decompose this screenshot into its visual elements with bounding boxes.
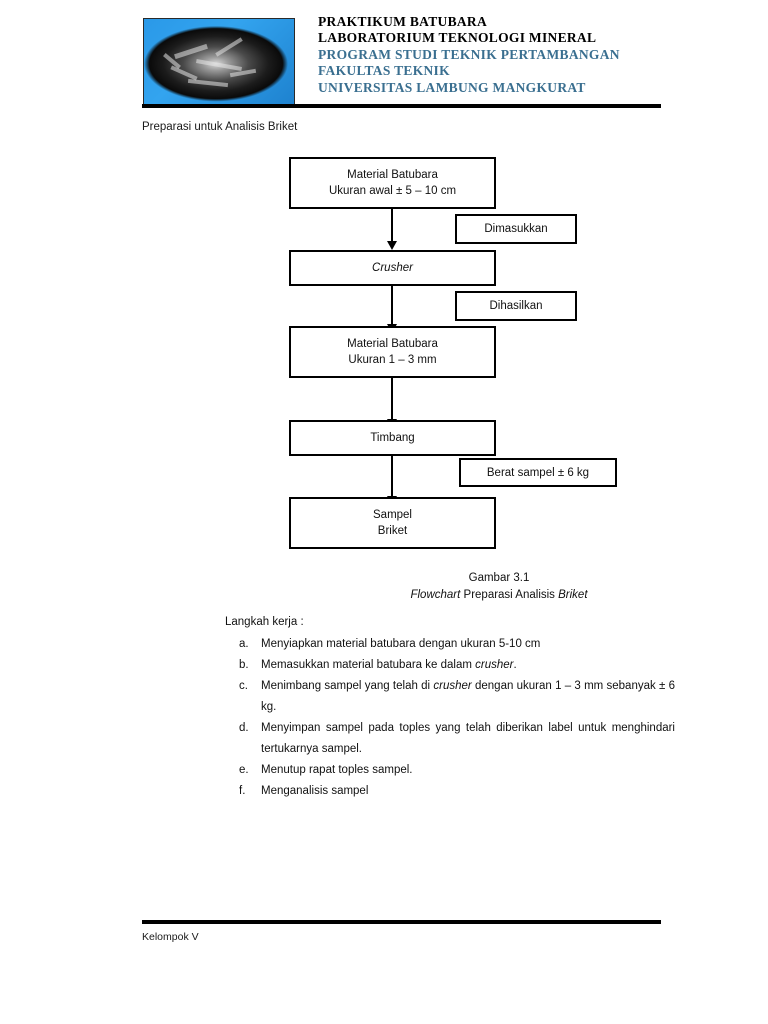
- step-text-plain: .: [513, 659, 517, 671]
- step-text: Menutup rapat toples sampel.: [261, 760, 675, 781]
- steps-block: Langkah kerja : a. Menyiapkan material ba…: [225, 612, 675, 802]
- step-marker: f.: [239, 785, 246, 797]
- figure-caption: Gambar 3.1 Flowchart Preparasi Analisis …: [289, 570, 709, 604]
- flow-arrow-1: [387, 209, 397, 250]
- step-item: d. Menyimpan sampel pada toples yang tela…: [239, 718, 675, 760]
- step-item: a. Menyiapkan material batubara dengan uk…: [239, 634, 675, 655]
- letterhead-line-1: PRAKTIKUM BATUBARA: [318, 14, 488, 29]
- coal-rock-photo: [143, 18, 295, 106]
- letterhead-line-2: LABORATORIUM TEKNOLOGI MINERAL: [318, 30, 597, 46]
- step-text-italic: crusher: [433, 680, 472, 692]
- flow-box-timbang: Timbang: [289, 420, 496, 456]
- flow-label-dimasukkan: Dimasukkan: [455, 214, 577, 244]
- flow-box-material-hasil-line1: Material Batubara: [347, 338, 438, 350]
- flow-box-sampel-briket: Sampel Briket: [289, 497, 496, 549]
- step-text: Memasukkan material batubara ke dalam cr…: [261, 655, 675, 676]
- step-marker: d.: [239, 722, 249, 734]
- figure-caption-briket-word: Briket: [558, 589, 588, 601]
- step-text-plain: Menyiapkan material batubara dengan ukur…: [261, 638, 541, 650]
- flow-label-berat-sampel: Berat sampel ± 6 kg: [459, 458, 617, 487]
- section-title: Preparasi untuk Analisis Briket: [142, 121, 298, 133]
- header-divider: [142, 104, 661, 108]
- flow-arrow-3: [387, 378, 397, 428]
- step-text-plain: Menganalisis sampel: [261, 785, 369, 797]
- flow-box-sampel-briket-line1: Sampel: [373, 509, 412, 521]
- flow-box-material-hasil-line2: Ukuran 1 – 3 mm: [348, 354, 437, 366]
- flow-box-material-hasil: Material Batubara Ukuran 1 – 3 mm: [289, 326, 496, 378]
- flow-box-material-awal: Material Batubara Ukuran awal ± 5 – 10 c…: [289, 157, 496, 209]
- flow-box-material-awal-line2: Ukuran awal ± 5 – 10 cm: [328, 185, 457, 197]
- figure-caption-line2: Flowchart Preparasi Analisis Briket: [289, 587, 709, 604]
- step-item: e. Menutup rapat toples sampel.: [239, 760, 675, 781]
- letterhead-text-block: PRAKTIKUM BATUBARA LABORATORIUM TEKNOLOG…: [318, 14, 660, 96]
- letterhead-line-3: PROGRAM STUDI TEKNIK PERTAMBANGAN: [318, 46, 620, 62]
- step-text-plain: Menimbang sampel yang telah di: [261, 680, 434, 692]
- step-text: Menyimpan sampel pada toples yang telah …: [261, 718, 675, 760]
- steps-list: a. Menyiapkan material batubara dengan uk…: [225, 634, 675, 802]
- step-marker: e.: [239, 764, 249, 776]
- step-marker: c.: [239, 680, 248, 692]
- letterhead-line-5: UNIVERSITAS LAMBUNG MANGKURAT: [318, 79, 586, 95]
- flow-arrow-2: [387, 286, 397, 333]
- step-marker: a.: [239, 638, 249, 650]
- step-text: Menimbang sampel yang telah di crusher d…: [261, 676, 675, 718]
- flow-box-material-awal-line1: Material Batubara: [347, 169, 438, 181]
- flow-label-dihasilkan: Dihasilkan: [455, 291, 577, 321]
- steps-intro: Langkah kerja :: [225, 616, 304, 628]
- step-text-plain: Menyimpan sampel pada toples yang telah …: [261, 722, 675, 755]
- step-text-plain: Memasukkan material batubara ke dalam: [261, 659, 476, 671]
- step-text: Menganalisis sampel: [261, 781, 675, 802]
- step-item: f. Menganalisis sampel: [239, 781, 675, 802]
- step-text-italic: crusher: [475, 659, 514, 671]
- flow-arrow-4: [387, 456, 397, 505]
- step-item: b. Memasukkan material batubara ke dalam …: [239, 655, 675, 676]
- flow-box-sampel-briket-line2: Briket: [377, 525, 408, 537]
- footer-text: Kelompok V: [142, 931, 199, 943]
- letterhead: PRAKTIKUM BATUBARA LABORATORIUM TEKNOLOG…: [142, 14, 660, 106]
- letterhead-line-4: FAKULTAS TEKNIK: [318, 63, 450, 79]
- figure-caption-plain: Preparasi Analisis: [460, 589, 559, 601]
- step-marker: b.: [239, 659, 249, 671]
- step-text-plain: dengan ukuran 1 – 3 mm sebanyak ± 6 kg.: [261, 680, 675, 713]
- step-text: Menyiapkan material batubara dengan ukur…: [261, 634, 675, 655]
- figure-caption-line1: Gambar 3.1: [468, 572, 530, 584]
- flow-box-crusher: Crusher: [289, 250, 496, 286]
- figure-caption-flowchart-word: Flowchart: [410, 589, 461, 601]
- step-item: c. Menimbang sampel yang telah di crusher…: [239, 676, 675, 718]
- footer-divider: [142, 920, 661, 924]
- step-text-plain: Menutup rapat toples sampel.: [261, 764, 413, 776]
